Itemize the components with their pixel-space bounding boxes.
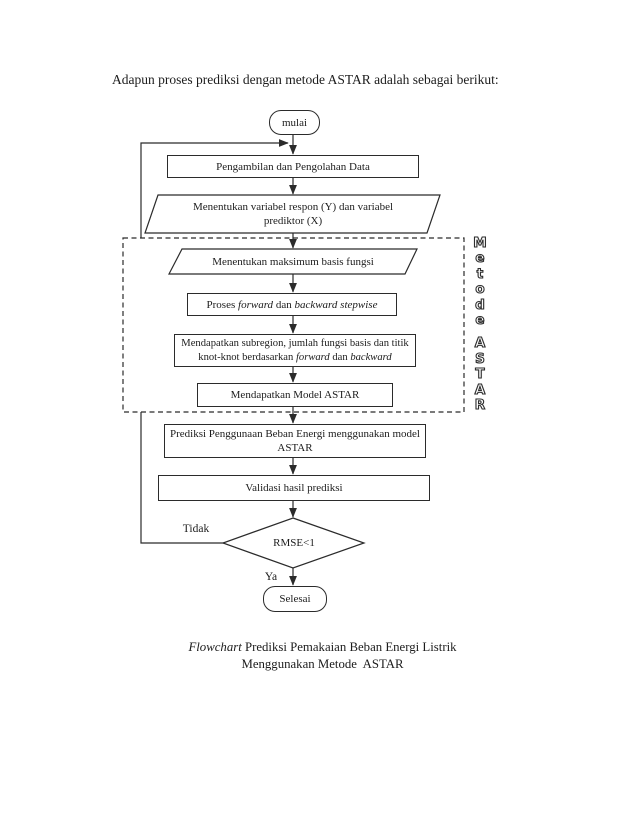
process-prediksi-beban: Prediksi Penggunaan Beban Energi menggun… bbox=[164, 424, 426, 458]
subregion-text-4-italic: backward bbox=[350, 351, 392, 363]
side-letter: A bbox=[474, 381, 486, 398]
proses-text-4-italic: backward stepwise bbox=[294, 298, 378, 311]
subregion-line2: knot-knot berdasarkan forward dan backwa… bbox=[198, 351, 391, 365]
io-maksimum-basis-fungsi: Menentukan maksimum basis fungsi bbox=[176, 249, 410, 274]
feedback-line-upper bbox=[140, 139, 289, 238]
prediksi-line1: Prediksi Penggunaan Beban Energi menggun… bbox=[170, 427, 420, 440]
caption-line1-rest: Prediksi Pemakaian Beban Energi Listrik bbox=[241, 640, 457, 654]
process-validasi-label: Validasi hasil prediksi bbox=[245, 482, 343, 494]
side-letter: e bbox=[475, 250, 485, 267]
process-forward-backward: Proses forward dan backward stepwise bbox=[187, 293, 397, 316]
process-forward-backward-label: Proses forward dan backward stepwise bbox=[207, 298, 378, 312]
caption-line1: Flowchart Prediksi Pemakaian Beban Energ… bbox=[150, 639, 495, 656]
proses-text-1: Proses bbox=[206, 298, 239, 311]
side-letter: o bbox=[475, 281, 485, 298]
process-pengambilan-data: Pengambilan dan Pengolahan Data bbox=[167, 155, 419, 178]
subregion-line1: Mendapatkan subregion, jumlah fungsi bas… bbox=[181, 338, 409, 349]
side-letter: S bbox=[475, 350, 486, 367]
parallelogram-variabel-outline bbox=[144, 194, 441, 234]
side-letter: T bbox=[475, 366, 485, 383]
parallelogram-basis-outline bbox=[168, 248, 418, 275]
io-variabel-line2: prediktor (X) bbox=[263, 215, 323, 227]
caption-flowchart-italic: Flowchart bbox=[188, 640, 242, 654]
process-pengambilan-label: Pengambilan dan Pengolahan Data bbox=[216, 160, 370, 173]
side-letter: e bbox=[475, 311, 485, 328]
figure-caption: Flowchart Prediksi Pemakaian Beban Energ… bbox=[150, 639, 495, 672]
io-variabel-respon: Menentukan variabel respon (Y) dan varia… bbox=[150, 196, 436, 232]
caption-line2: Menggunakan Metode ASTAR bbox=[241, 656, 404, 671]
branch-label-tidak: Tidak bbox=[182, 523, 210, 535]
side-letter: A bbox=[474, 335, 486, 352]
process-model-astar: Mendapatkan Model ASTAR bbox=[197, 383, 393, 407]
process-model-astar-label: Mendapatkan Model ASTAR bbox=[230, 389, 360, 401]
side-letter: R bbox=[474, 396, 486, 413]
io-variabel-line1: Menentukan variabel respon (Y) dan varia… bbox=[192, 201, 394, 213]
side-letter: M bbox=[473, 235, 488, 252]
io-basis-fungsi-label: Menentukan maksimum basis fungsi bbox=[212, 255, 374, 268]
process-subregion: Mendapatkan subregion, jumlah fungsi bas… bbox=[174, 334, 416, 367]
subregion-text-2-italic: forward bbox=[295, 351, 330, 363]
subregion-text-3: dan bbox=[329, 351, 351, 363]
decision-rmse-text: RMSE<1 bbox=[273, 537, 315, 549]
side-letter: d bbox=[475, 296, 486, 313]
end-node: Selesai bbox=[263, 586, 327, 612]
end-node-label: Selesai bbox=[279, 593, 311, 605]
start-node: mulai bbox=[269, 110, 320, 135]
proses-text-3: dan bbox=[273, 298, 295, 311]
process-validasi: Validasi hasil prediksi bbox=[158, 475, 430, 501]
subregion-text-1: knot-knot berdasarkan bbox=[198, 351, 296, 363]
start-node-label: mulai bbox=[281, 116, 308, 129]
feedback-line-lower bbox=[140, 412, 224, 544]
proses-text-2-italic: forward bbox=[238, 298, 274, 311]
page-heading: Adapun proses prediksi dengan metode AST… bbox=[112, 72, 499, 87]
prediksi-line2: ASTAR bbox=[277, 442, 313, 454]
branch-label-ya: Ya bbox=[264, 571, 278, 583]
side-letter: t bbox=[476, 265, 484, 282]
decision-rmse-label: RMSE<1 bbox=[238, 535, 350, 551]
